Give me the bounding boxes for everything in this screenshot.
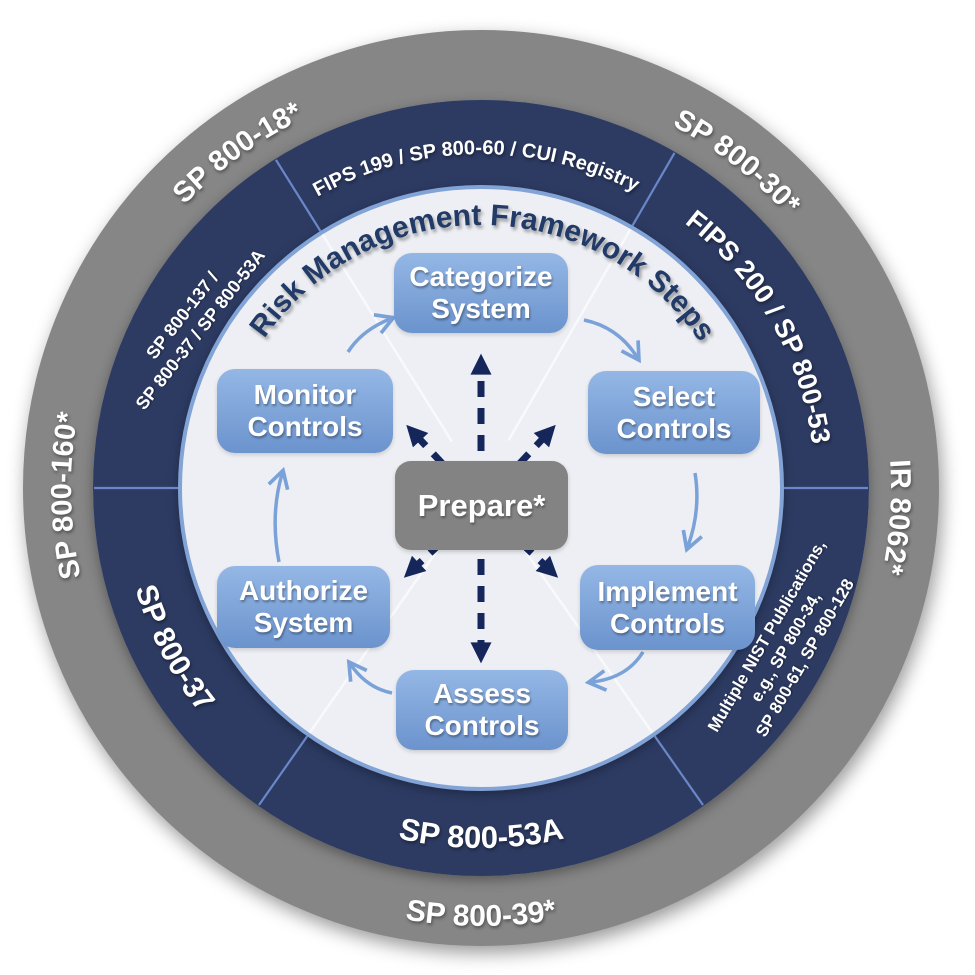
divider-upper-left bbox=[274, 159, 322, 232]
step-monitor-line1: Monitor bbox=[253, 379, 357, 411]
step-authorize-system: Authorize System bbox=[217, 566, 390, 648]
step-categorize-line2: System bbox=[431, 293, 531, 324]
arrow-select-to-implement bbox=[681, 472, 703, 553]
step-assess-line1: Assess bbox=[432, 678, 532, 710]
arrow-assess-to-authorize bbox=[346, 658, 393, 695]
step-select-controls: Select Controls bbox=[588, 371, 760, 454]
dashed-arrow-prepare-upper-right bbox=[478, 424, 556, 508]
outer-label-sp-800-39: SP 800-39* bbox=[404, 894, 559, 933]
step-select-line2: Controls bbox=[616, 412, 732, 444]
arrow-monitor-to-categorize bbox=[346, 312, 397, 353]
step-implement-controls: Implement Controls bbox=[580, 565, 755, 650]
divider-upper-right bbox=[631, 152, 676, 227]
arrow-categorize-to-select bbox=[583, 318, 641, 364]
divider-lower-left bbox=[258, 735, 309, 806]
divider-lower-right bbox=[653, 735, 704, 806]
step-authorize-line1: Authorize bbox=[238, 575, 369, 607]
arrow-implement-to-assess bbox=[584, 651, 645, 692]
step-categorize-system: Categorize System bbox=[394, 253, 568, 333]
step-categorize-line1: Categorize bbox=[409, 261, 553, 293]
dashed-arrow-prepare-lower-left bbox=[403, 502, 484, 578]
step-implement-line2: Controls bbox=[609, 607, 726, 639]
step-monitor-line2: Controls bbox=[247, 411, 363, 442]
outer-gray-ring bbox=[23, 30, 939, 946]
prepare-label: Prepare* bbox=[417, 487, 546, 523]
step-assess-line2: Controls bbox=[424, 710, 540, 741]
step-select-line1: Select bbox=[632, 380, 716, 412]
spoke-upper-left bbox=[321, 233, 453, 443]
prepare-box: Prepare* bbox=[395, 461, 568, 550]
spoke-upper-right bbox=[507, 228, 632, 442]
arrow-authorize-to-monitor bbox=[267, 466, 290, 563]
step-authorize-line2: System bbox=[253, 607, 354, 638]
step-assess-controls: Assess Controls bbox=[396, 670, 568, 750]
step-implement-line1: Implement bbox=[597, 575, 738, 607]
step-monitor-controls: Monitor Controls bbox=[217, 369, 393, 453]
dashed-arrow-prepare-lower-right bbox=[478, 502, 559, 578]
dashed-arrow-prepare-upper-left bbox=[406, 424, 484, 508]
